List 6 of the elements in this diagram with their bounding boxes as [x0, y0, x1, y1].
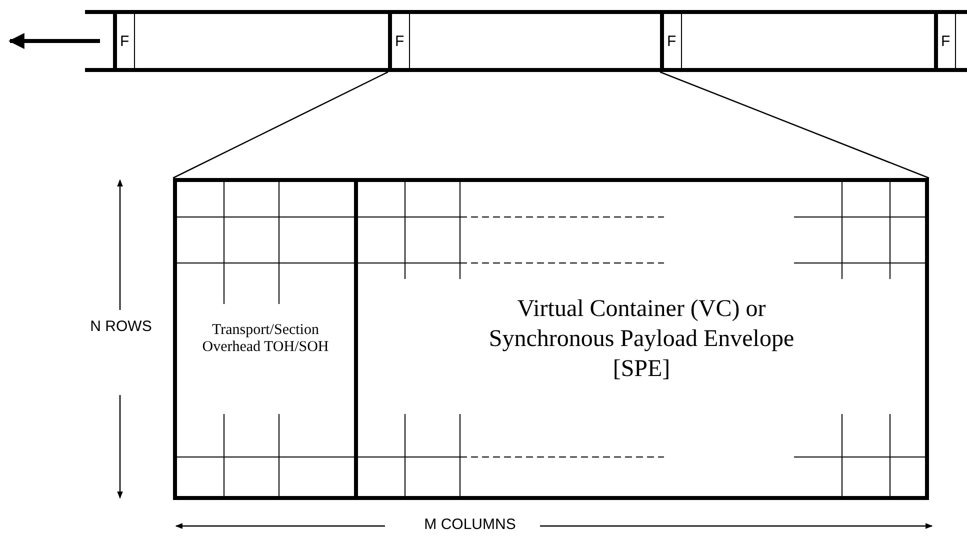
- frame-marker-cell: F: [934, 12, 956, 70]
- expansion-line: [172, 71, 388, 179]
- frame-marker-cell: F: [113, 12, 135, 70]
- frame-marker-cell: F: [660, 12, 682, 70]
- frame-marker-cell: F: [388, 12, 410, 70]
- expansion-line: [660, 71, 930, 179]
